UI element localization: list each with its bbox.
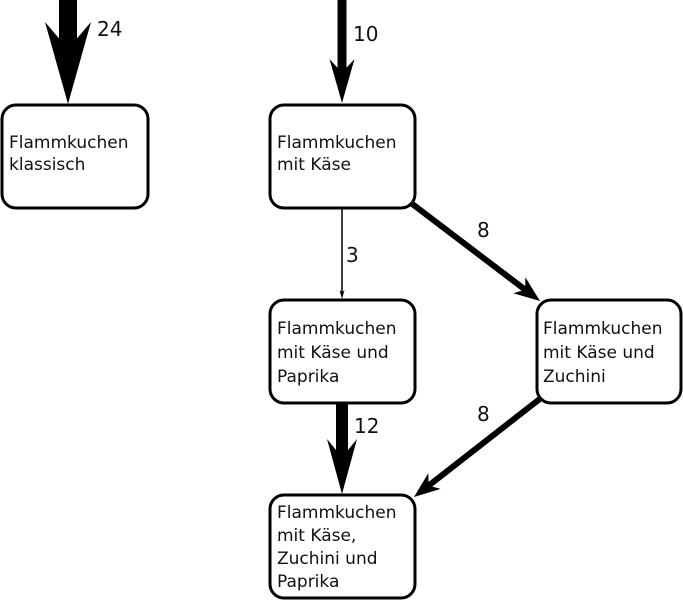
edge-label-24: 24 — [97, 17, 122, 41]
node-label: Zuchini und — [277, 549, 378, 569]
arrow-zuchini-to-all — [414, 395, 543, 497]
arrow-into-klassisch — [45, 0, 91, 104]
node-kaese — [268, 103, 417, 210]
edge-label-3: 3 — [346, 243, 359, 267]
node-kaese-paprika — [268, 298, 417, 405]
node-klassisch — [0, 103, 150, 210]
node-label: Zuchini — [543, 367, 606, 387]
node-label: Flammkuchen — [543, 319, 663, 339]
node-label: mit Käse — [277, 155, 351, 175]
edge-label-12: 12 — [354, 414, 379, 438]
node-label: Paprika — [277, 572, 339, 592]
node-kaese-zuchini-paprika — [268, 493, 417, 600]
arrow-kaese-to-zuchini — [409, 200, 540, 301]
node-label: Paprika — [277, 367, 339, 387]
node-label: mit Käse und — [277, 343, 389, 363]
node-label: mit Käse und — [543, 343, 655, 363]
arrow-paprika-to-all — [327, 403, 357, 494]
edge-label-10: 10 — [353, 22, 378, 46]
edge-label-8-all: 8 — [477, 402, 490, 426]
node-label: Flammkuchen — [277, 503, 397, 523]
node-label: Flammkuchen — [9, 133, 129, 153]
node-label: Flammkuchen — [277, 319, 397, 339]
node-label: mit Käse, — [277, 526, 356, 546]
arrow-kaese-to-paprika — [339, 208, 345, 299]
node-kaese-zuchini — [535, 298, 683, 405]
arrow-into-kaese — [329, 0, 355, 103]
node-label: Flammkuchen — [277, 133, 397, 153]
edge-label-8-zuchini: 8 — [477, 218, 490, 242]
node-label: klassisch — [9, 155, 85, 175]
